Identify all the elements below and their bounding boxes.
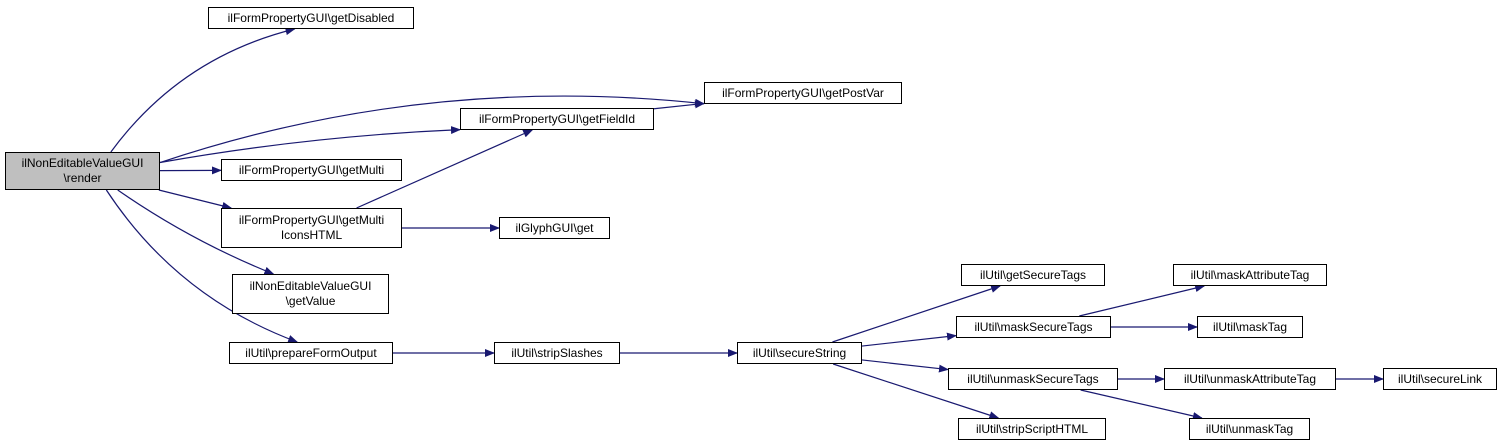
node-label: ilFormPropertyGUI\getDisabled xyxy=(227,10,395,25)
node-label: ilUtil\stripSlashes xyxy=(511,345,603,360)
node-mask-tag[interactable]: ilUtil\maskTag xyxy=(1197,316,1303,338)
node-label: ilFormPropertyGUI\getPostVar xyxy=(722,85,884,100)
node-render[interactable]: ilNonEditableValueGUI \render xyxy=(5,152,160,190)
edge-render-to-prepareFormOutput xyxy=(105,189,299,343)
node-label: ilUtil\prepareFormOutput xyxy=(245,345,377,360)
node-label: ilUtil\unmaskSecureTags xyxy=(967,371,1099,386)
edge-unmaskSecureTags-to-unmaskTag xyxy=(1080,389,1203,420)
node-glyph-get[interactable]: ilGlyphGUI\get xyxy=(499,217,610,239)
node-mask-secure-tags[interactable]: ilUtil\maskSecureTags xyxy=(956,316,1111,338)
node-get-secure-tags[interactable]: ilUtil\getSecureTags xyxy=(961,264,1105,286)
node-secure-string[interactable]: ilUtil\secureString xyxy=(737,342,862,364)
node-get-value[interactable]: ilNonEditableValueGUI \getValue xyxy=(232,274,389,314)
node-label: ilUtil\secureString xyxy=(752,345,847,360)
node-get-post-var[interactable]: ilFormPropertyGUI\getPostVar xyxy=(704,82,902,104)
node-label: ilUtil\unmaskTag xyxy=(1205,421,1294,436)
edge-secureString-to-maskSecureTags xyxy=(861,332,957,347)
node-label: ilUtil\stripScriptHTML xyxy=(975,421,1088,436)
node-label: ilUtil\getSecureTags xyxy=(979,267,1087,282)
node-unmask-secure-tags[interactable]: ilUtil\unmaskSecureTags xyxy=(948,368,1118,390)
edge-render-to-getDisabled xyxy=(110,27,296,153)
edge-render-to-getPostVar xyxy=(159,95,705,164)
node-strip-slashes[interactable]: ilUtil\stripSlashes xyxy=(494,342,620,364)
node-label: ilGlyphGUI\get xyxy=(515,220,594,235)
node-label: ilNonEditableValueGUI \render xyxy=(21,156,144,185)
node-mask-attribute-tag[interactable]: ilUtil\maskAttributeTag xyxy=(1173,264,1327,286)
node-label: ilUtil\maskTag xyxy=(1212,319,1287,334)
node-label: ilUtil\secureLink xyxy=(1397,371,1483,386)
edge-render-to-getMultiIconsHTML xyxy=(158,189,233,210)
edge-secureString-to-getSecureTags xyxy=(832,285,1002,343)
node-get-multi-icons-h-t-m-l[interactable]: ilFormPropertyGUI\getMulti IconsHTML xyxy=(221,208,402,248)
node-label: ilFormPropertyGUI\getMulti IconsHTML xyxy=(238,213,385,242)
edge-secureString-to-unmaskSecureTags xyxy=(861,359,949,373)
edge-getFieldId-to-getPostVar xyxy=(653,100,705,110)
node-secure-link[interactable]: ilUtil\secureLink xyxy=(1383,368,1497,390)
node-label: ilUtil\maskAttributeTag xyxy=(1190,267,1310,282)
node-label: ilFormPropertyGUI\getFieldId xyxy=(478,111,636,126)
node-prepare-form-output[interactable]: ilUtil\prepareFormOutput xyxy=(229,342,393,364)
node-strip-script-h-t-m-l[interactable]: ilUtil\stripScriptHTML xyxy=(958,418,1106,440)
node-label: ilUtil\unmaskAttributeTag xyxy=(1183,371,1317,386)
node-label: ilFormPropertyGUI\getMulti xyxy=(238,162,385,177)
edge-render-to-getFieldId xyxy=(159,126,461,164)
edge-secureString-to-stripScriptHTML xyxy=(832,363,1000,420)
node-get-multi[interactable]: ilFormPropertyGUI\getMulti xyxy=(221,159,402,181)
node-label: ilNonEditableValueGUI \getValue xyxy=(249,279,372,308)
node-unmask-tag[interactable]: ilUtil\unmaskTag xyxy=(1189,418,1310,440)
edge-getMultiIconsHTML-to-getFieldId xyxy=(356,129,534,209)
node-unmask-attribute-tag[interactable]: ilUtil\unmaskAttributeTag xyxy=(1164,368,1336,390)
node-get-field-id[interactable]: ilFormPropertyGUI\getFieldId xyxy=(460,108,654,130)
edge-render-to-getValue xyxy=(117,189,275,275)
edge-maskSecureTags-to-maskAttributeTag xyxy=(1079,284,1206,317)
node-get-disabled[interactable]: ilFormPropertyGUI\getDisabled xyxy=(208,7,414,29)
node-label: ilUtil\maskSecureTags xyxy=(974,319,1093,334)
